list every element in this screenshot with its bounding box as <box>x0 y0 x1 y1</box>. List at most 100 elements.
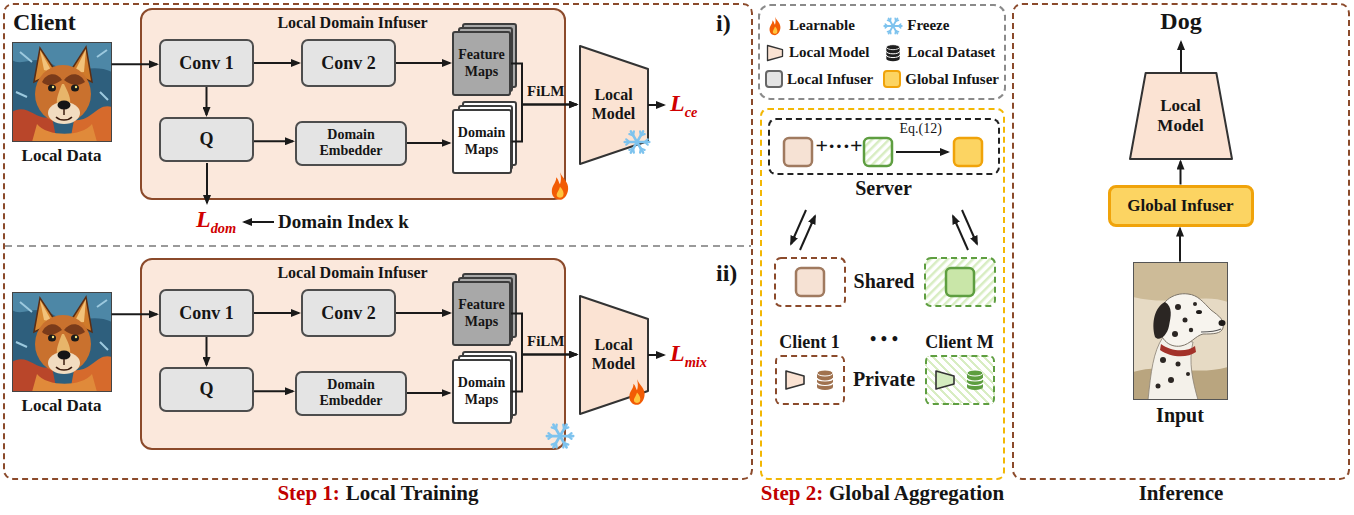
legend-text: Learnable <box>789 17 855 34</box>
block-label: Conv 2 <box>321 53 376 74</box>
local-data-image: Local Data <box>12 292 112 392</box>
text-holder: Domain Maps <box>454 361 510 422</box>
loss-symbol: L <box>670 340 685 366</box>
frozen-icon <box>564 427 568 429</box>
dog-painting <box>42 74 62 85</box>
learnable-icon <box>633 392 639 402</box>
text-holder: Domain Embedder <box>297 373 405 414</box>
dog-painting <box>48 84 56 91</box>
output-arrow <box>1180 42 1182 72</box>
loss-arrow <box>244 221 274 223</box>
step2-panel: Step 2:Global Aggregation+···+Eq.(12)Ser… <box>760 108 1005 480</box>
block-label: Feature Maps <box>457 297 506 329</box>
label-holder: Ldom <box>196 206 236 236</box>
text-holder: Client 1 <box>779 332 840 353</box>
heading-row: Inference <box>954 481 1354 505</box>
block-label: Domain Maps <box>457 375 507 407</box>
label-holder: Lce <box>670 90 697 120</box>
connector-arrow <box>512 105 577 142</box>
dalmatian-painting <box>1175 361 1180 366</box>
legend-icon <box>895 30 897 33</box>
dalmatian-painting <box>1133 262 1227 399</box>
dog-painting <box>74 85 76 87</box>
infuser-title: Local Domain Infuser <box>142 14 564 32</box>
frozen-icon <box>553 425 560 436</box>
legend-entry: Freeze <box>883 16 999 36</box>
block-label: Conv 1 <box>179 53 234 74</box>
feature-maps: Feature Maps <box>452 31 511 96</box>
image-caption: Local Data <box>22 396 102 416</box>
text-holder: Conv 1 <box>161 291 252 335</box>
block-label: Global Infuser <box>1127 196 1233 216</box>
connector-arrow <box>254 140 293 142</box>
label-holder: Lmix <box>670 340 707 370</box>
dataset-icon <box>817 373 833 390</box>
legend-swatch <box>883 70 901 88</box>
dog-painting <box>51 85 53 87</box>
client-label: Client M <box>925 332 993 353</box>
conv-block: Conv 1 <box>159 289 254 337</box>
legend-text: Local Dataset <box>907 44 995 61</box>
frozen-icon <box>552 443 556 445</box>
dog-painting <box>74 335 76 337</box>
connector-arrow <box>407 142 450 144</box>
text-holder: +···+ <box>816 133 863 158</box>
legend-icon <box>889 26 893 34</box>
server-box: +···+Eq.(12)Server <box>768 118 1000 175</box>
legend-icon <box>888 30 891 31</box>
edge-label: FiLM <box>527 83 565 100</box>
q-block: Q <box>159 117 254 162</box>
dog-painting <box>32 124 97 142</box>
model-trapezoid <box>1130 73 1232 159</box>
legend-text: Local Model <box>789 44 869 61</box>
row-label: Shared <box>854 270 915 293</box>
legend-icon <box>889 18 893 26</box>
model-label: Local Model <box>587 86 641 123</box>
infuser-title: Local Domain Infuser <box>142 264 564 282</box>
dalmatian-painting <box>1155 383 1160 388</box>
loss-symbol: L <box>670 90 685 116</box>
step-title: Inference <box>1139 481 1224 505</box>
learnable-icon <box>629 379 644 405</box>
model-icon <box>936 371 954 389</box>
dog-painting <box>48 334 56 341</box>
dalmatian-painting <box>1218 320 1225 326</box>
local-domain-infuser: Local Domain InfuserConv 1 Conv 2 Feature … <box>140 8 566 200</box>
panel-index: ii) <box>716 260 737 288</box>
block-label: Domain Embedder <box>301 377 401 409</box>
legend-icon <box>893 26 897 34</box>
prediction-label: Dog <box>1160 8 1201 36</box>
dalmatian-painting <box>1193 302 1197 306</box>
domain-maps: Domain Maps <box>452 109 512 174</box>
text-holder: Local Data <box>22 146 102 166</box>
local-infuser-square <box>796 268 824 296</box>
label-holder: Dog <box>1160 8 1201 36</box>
dalmatian-painting <box>1186 372 1190 376</box>
dog-painting <box>12 42 112 142</box>
connector-arrow <box>407 392 450 394</box>
dataset-icon <box>817 370 833 376</box>
legend-entry: Local Model <box>765 43 873 63</box>
connector-arrow <box>206 87 208 115</box>
loss-arrow <box>648 104 664 106</box>
dog-painting <box>12 292 112 392</box>
shared-box <box>775 258 845 306</box>
loss-symbol: Ldom <box>196 206 236 236</box>
connector-arrow <box>206 337 208 365</box>
dalmatian-painting <box>1168 377 1174 383</box>
learnable-icon <box>552 172 568 200</box>
model-trapezoid <box>580 46 648 164</box>
block-label: Conv 2 <box>321 303 376 324</box>
connector-arrow <box>254 312 299 314</box>
feature-maps: Feature Maps <box>452 281 511 346</box>
dog-painting <box>12 292 112 392</box>
dog-painting <box>71 84 79 91</box>
legend-icon <box>768 45 783 60</box>
label-holder: Shared <box>854 270 915 293</box>
connector-arrow <box>112 63 158 65</box>
client-label: Client 1 <box>779 332 840 353</box>
dog-painting <box>57 100 70 109</box>
model-label: Local Model <box>587 336 641 373</box>
connector-arrow <box>112 313 158 315</box>
